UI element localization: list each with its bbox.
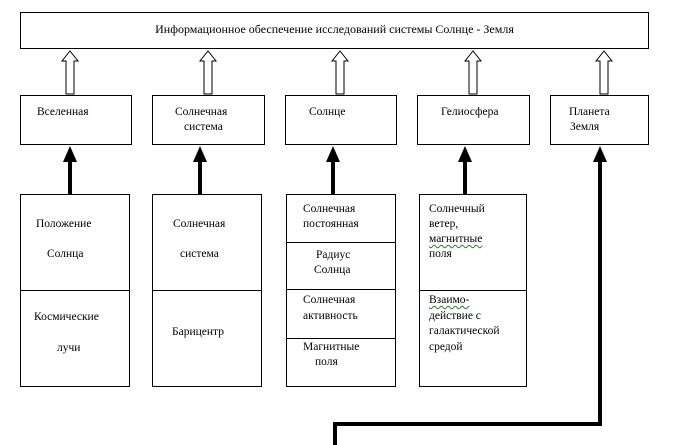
detail-text: магнитные <box>429 233 483 245</box>
category-label: система <box>184 121 223 133</box>
category-label: Гелиосфера <box>441 106 499 118</box>
detail-text: галактической <box>429 325 500 337</box>
title-text: Информационное обеспечение исследований … <box>155 22 514 36</box>
category-box-sun: Солнце <box>285 95 397 145</box>
detail-box-1: Положение Солнца Космические лучи <box>20 194 130 387</box>
detail-divider <box>287 289 395 290</box>
thick-arrowhead-1 <box>63 146 77 162</box>
detail-text: Солнца <box>47 248 84 260</box>
detail-text: Солнечная <box>303 203 356 215</box>
earth-feed-line <box>333 160 602 445</box>
detail-text: действие с <box>429 310 481 322</box>
detail-text: Солнечный <box>429 203 485 215</box>
category-box-solar-system: Солнечная система <box>152 95 265 145</box>
detail-text: система <box>180 248 219 260</box>
detail-text: Положение <box>36 218 92 230</box>
category-box-heliosphere: Гелиосфера <box>417 95 530 145</box>
detail-text: постоянная <box>303 218 359 230</box>
hollow-arrow-solar-system <box>198 50 218 95</box>
detail-text: Взаимо- <box>429 294 470 306</box>
thick-arrowhead-4 <box>458 146 472 162</box>
detail-text: Барицентр <box>172 326 224 338</box>
category-label: Солнце <box>309 106 346 118</box>
detail-text: Солнечная <box>303 294 356 306</box>
detail-text: лучи <box>57 342 81 354</box>
hollow-arrow-heliosphere <box>463 50 483 95</box>
thick-arrowhead-3 <box>326 146 340 162</box>
hollow-arrow-earth <box>594 50 614 95</box>
thick-arrowhead-earth <box>593 146 607 162</box>
detail-text: Солнечная <box>173 218 226 230</box>
detail-text: поля <box>315 356 338 368</box>
detail-text: Солнца <box>314 264 351 276</box>
detail-divider <box>21 290 129 291</box>
detail-box-4: Солнечный ветер, магнитные поля Взаимо- … <box>419 194 527 387</box>
category-label: Вселенная <box>37 106 89 118</box>
category-box-universe: Вселенная <box>20 95 132 145</box>
detail-text: средой <box>429 341 463 353</box>
category-label: Земля <box>570 121 600 133</box>
category-label: Солнечная <box>175 106 228 118</box>
detail-text: поля <box>429 248 452 260</box>
detail-divider <box>420 290 526 291</box>
detail-text: Космические <box>34 311 99 323</box>
detail-text: Магнитные <box>303 341 360 353</box>
detail-text: ветер, <box>429 218 459 230</box>
detail-box-3: Солнечная постоянная Радиус Солнца Солне… <box>286 194 396 387</box>
hollow-arrow-universe <box>60 50 80 95</box>
detail-divider <box>153 290 261 291</box>
detail-divider <box>287 338 395 339</box>
category-box-earth: Планета Земля <box>550 95 649 145</box>
detail-text: Радиус <box>316 249 351 261</box>
hollow-arrow-sun <box>330 50 350 95</box>
category-label: Планета <box>569 106 610 118</box>
detail-box-2: Солнечная система Барицентр <box>152 194 262 387</box>
title-box: Информационное обеспечение исследований … <box>20 12 649 49</box>
detail-divider <box>287 242 395 243</box>
detail-text: активность <box>303 310 358 322</box>
thick-arrowhead-2 <box>193 146 207 162</box>
